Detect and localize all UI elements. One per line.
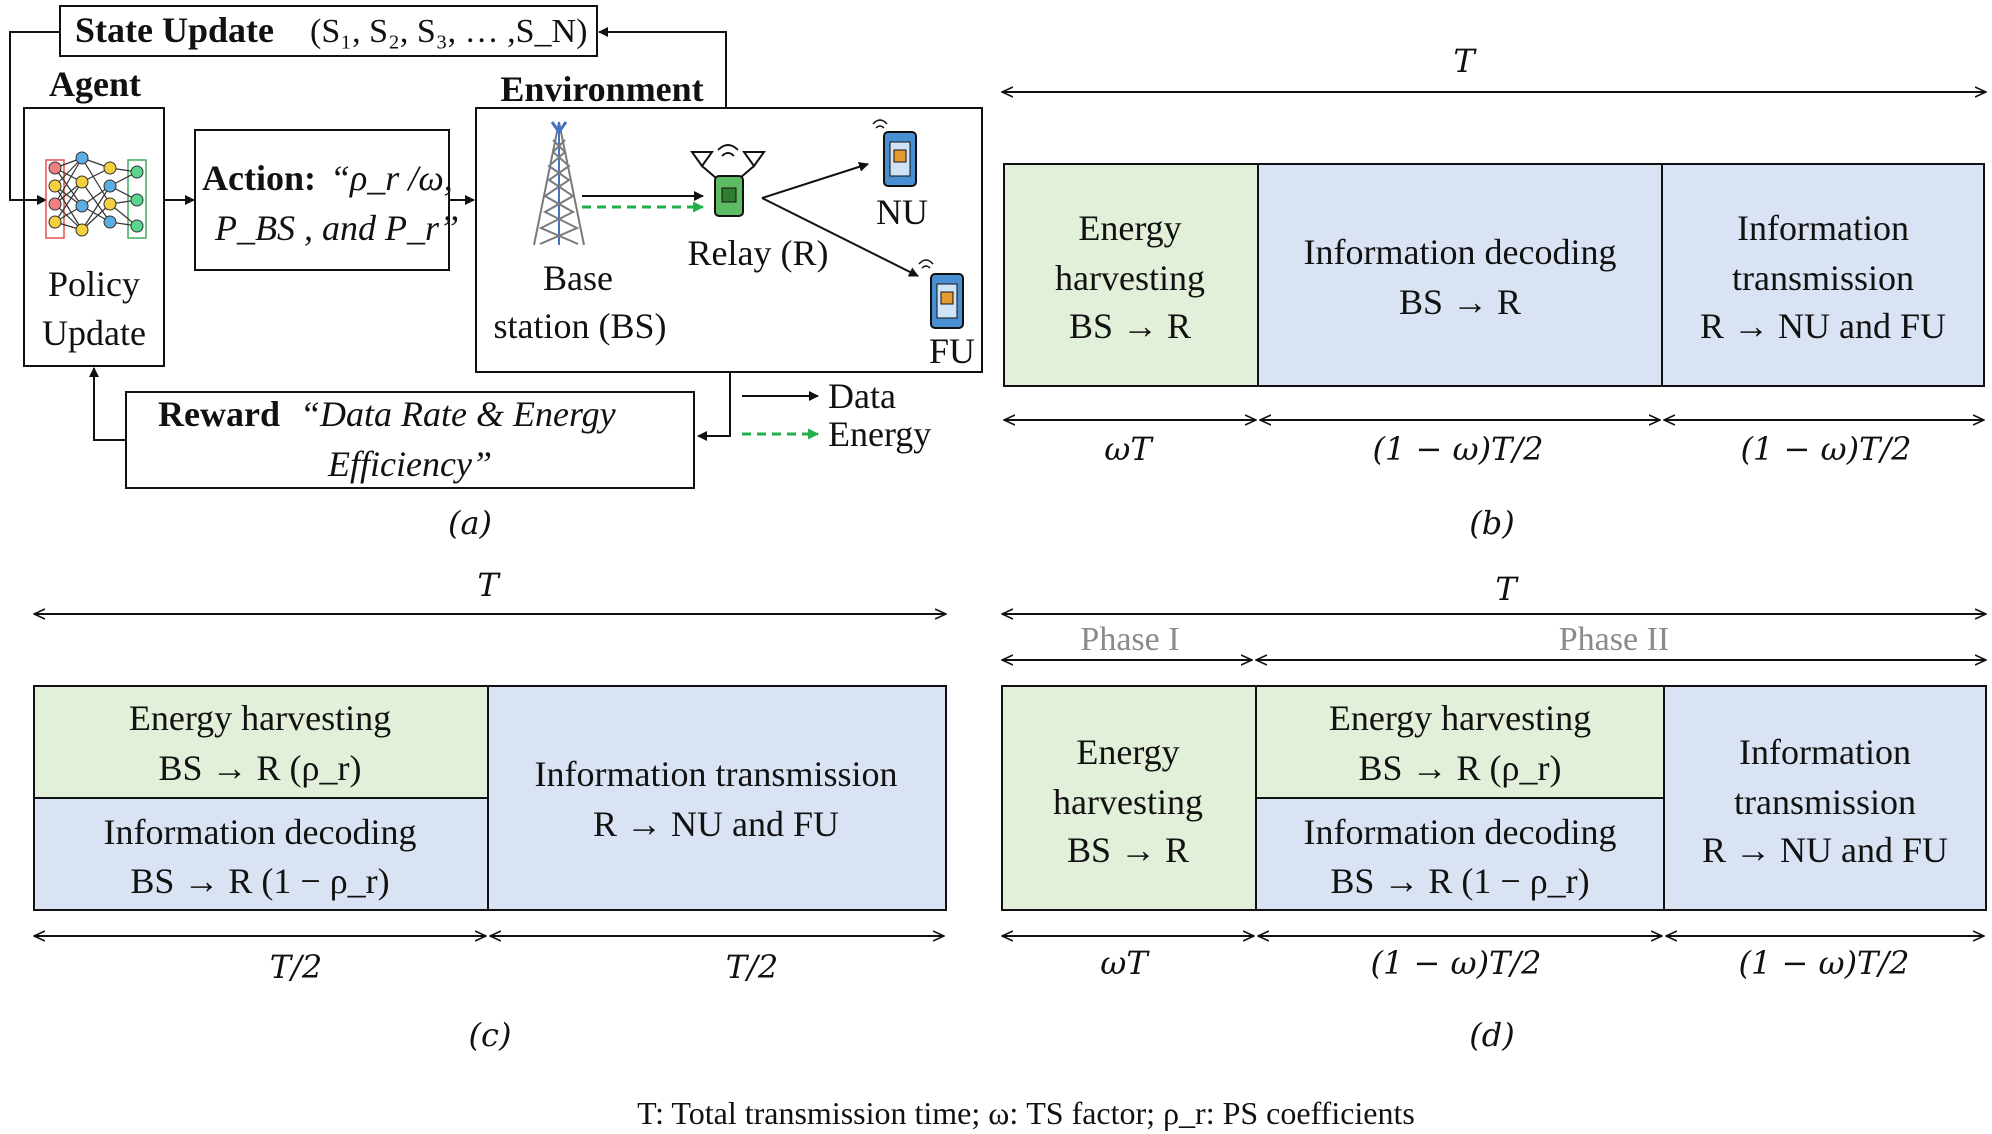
- fu-label: FU: [929, 331, 975, 371]
- near-user-phone-icon: [872, 119, 917, 187]
- reward-title: Reward: [158, 394, 280, 434]
- duration-label-b1: ωT: [1104, 430, 1154, 468]
- duration-label-d1: ωT: [1100, 944, 1150, 982]
- policy-update-line2: Update: [42, 313, 146, 353]
- action-title: Action:: [202, 158, 316, 198]
- segment-information-transmission-c: [487, 685, 947, 911]
- caption-c: (c): [469, 1016, 512, 1054]
- segment-d1-line2: harvesting: [1053, 782, 1203, 822]
- segment-energy-harvesting-d: [1001, 685, 1257, 911]
- segment-information-decoding-c: [33, 797, 489, 911]
- relay-label: Relay (R): [688, 233, 829, 273]
- duration-label-c1: T/2: [270, 948, 322, 986]
- caption-b: (b): [1469, 504, 1514, 542]
- action-text-line1: “ρ_r /ω,: [330, 158, 453, 198]
- state-update-args: (S₁, S₂, S₃, … ,S_N): [310, 13, 587, 50]
- far-user-phone-icon: [918, 259, 964, 329]
- relay-icon: [690, 144, 766, 217]
- relay-to-nu-arrow: [761, 161, 869, 199]
- total-time-label-c: T: [477, 566, 501, 604]
- neural-network-icon: [45, 151, 147, 239]
- phase-1-label: Phase I: [1080, 621, 1179, 658]
- segment-c-eh-line2: BS → R (ρ_r): [159, 748, 362, 788]
- reward-to-agent-arrow: [89, 367, 126, 441]
- policy-update-line1: Policy: [48, 264, 140, 304]
- duration-label-b3: (1 − ω)T/2: [1740, 430, 1911, 468]
- environment-title: Environment: [500, 69, 703, 109]
- total-time-label-d: T: [1495, 570, 1519, 608]
- base-station-label-line1: Base: [543, 258, 613, 298]
- reward-text-line1: “Data Rate & Energy: [300, 394, 616, 434]
- segment-d2-id-line1: Information decoding: [1304, 812, 1617, 852]
- segment-d3-line2: transmission: [1734, 782, 1916, 822]
- segment-b1-line1: Energy: [1078, 208, 1181, 248]
- panel-d: T Phase I Phase II Energy harvesting BS …: [1001, 570, 1987, 1054]
- segment-b2-line2: BS → R: [1399, 282, 1521, 322]
- segment-information-decoding-b: [1257, 163, 1663, 387]
- duration-label-c2: T/2: [726, 948, 778, 986]
- segment-b1-line3: BS → R: [1069, 306, 1191, 346]
- total-time-label-b: T: [1453, 42, 1477, 80]
- nu-label: NU: [876, 192, 928, 232]
- segment-d1-line3: BS → R: [1067, 830, 1189, 870]
- legend-data-label: Data: [828, 376, 896, 416]
- segment-information-decoding-d: [1255, 797, 1665, 911]
- segment-d2-eh-line2: BS → R (ρ_r): [1359, 748, 1562, 788]
- segment-d2-id-line2: BS → R (1 − ρ_r): [1330, 861, 1589, 901]
- segment-b3-line3: R → NU and FU: [1700, 306, 1946, 346]
- agent-title: Agent: [49, 64, 141, 104]
- legend-energy-label: Energy: [828, 414, 931, 454]
- panel-b: T Energy harvesting BS → R Information d…: [1002, 42, 1986, 542]
- phase-2-label: Phase II: [1559, 621, 1669, 658]
- relay-to-fu-arrow: [761, 197, 919, 277]
- base-station-tower-icon: [533, 121, 585, 246]
- environment-to-reward-arrow: [697, 372, 731, 441]
- segment-b3-line2: transmission: [1732, 258, 1914, 298]
- duration-label-b2: (1 − ω)T/2: [1372, 430, 1543, 468]
- segment-information-transmission-d: [1663, 685, 1987, 911]
- segment-b2-line1: Information decoding: [1304, 232, 1617, 272]
- segment-c-id-line1: Information decoding: [104, 812, 417, 852]
- segment-d1-line1: Energy: [1076, 732, 1179, 772]
- caption-a: (a): [448, 504, 492, 542]
- segment-b3-line1: Information: [1737, 208, 1909, 248]
- panel-a: State Update (S₁, S₂, S₃, … ,S_N) Agent: [9, 5, 983, 542]
- footnote: T: Total transmission time; ω: TS factor…: [637, 1095, 1415, 1131]
- segment-energy-harvesting-c: [33, 685, 489, 799]
- segment-b1-line2: harvesting: [1055, 258, 1205, 298]
- segment-energy-harvesting-b: [1003, 163, 1259, 387]
- caption-d: (d): [1469, 1016, 1514, 1054]
- state-feedback-arrow: [598, 27, 727, 108]
- base-station-label-line2: station (BS): [493, 306, 666, 346]
- segment-d3-line1: Information: [1739, 732, 1911, 772]
- agent-box: [23, 107, 165, 367]
- segment-c-eh-line1: Energy harvesting: [129, 698, 391, 738]
- duration-label-d3: (1 − ω)T/2: [1738, 944, 1909, 982]
- action-text-line2: P_BS , and P_r”: [214, 208, 459, 248]
- action-box: [194, 129, 450, 271]
- state-input-arrow: [9, 31, 60, 205]
- segment-ps-energy-harvesting-d: [1255, 685, 1665, 799]
- segment-d3-line3: R → NU and FU: [1702, 830, 1948, 870]
- segment-c-id-line2: BS → R (1 − ρ_r): [130, 861, 389, 901]
- segment-c-it-line1: Information transmission: [535, 754, 898, 794]
- segment-d2-eh-line1: Energy harvesting: [1329, 698, 1591, 738]
- panel-c: T Energy harvesting BS → R (ρ_r) Informa…: [33, 566, 947, 1054]
- reward-text-line2: Efficiency”: [327, 444, 492, 484]
- segment-information-transmission-b: [1661, 163, 1985, 387]
- state-update-title: State Update: [75, 10, 274, 50]
- segment-c-it-line2: R → NU and FU: [593, 804, 839, 844]
- duration-label-d2: (1 − ω)T/2: [1370, 944, 1541, 982]
